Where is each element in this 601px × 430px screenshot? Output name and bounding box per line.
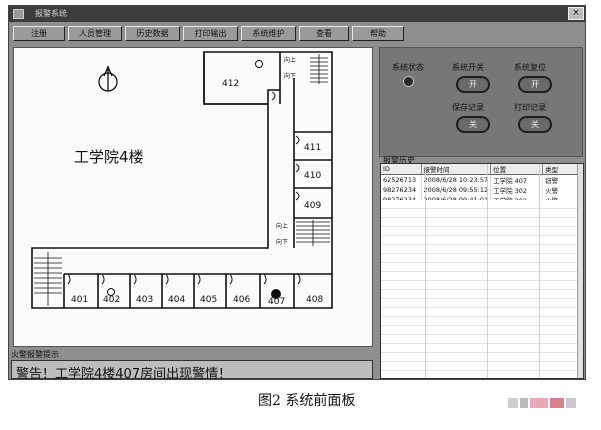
cell-time: 2008/6/28 10:23:57 — [421, 174, 492, 185]
system-reset-button[interactable]: 开 — [518, 76, 552, 93]
room-label-406: 406 — [233, 295, 250, 305]
menu-bar: 注册 人员管理 历史数据 打印输出 系统维护 查看 帮助 — [11, 25, 583, 42]
save-record-button[interactable]: 关 — [456, 116, 490, 133]
menu-register[interactable]: 注册 — [13, 26, 65, 41]
history-list-title: 报警历史 — [383, 156, 415, 165]
room-label-407: 407 — [268, 297, 285, 307]
cell-id: 62526713 — [381, 174, 422, 185]
system-switch-button[interactable]: 开 — [456, 76, 490, 93]
col-time[interactable]: 报警时间 — [421, 164, 492, 175]
alarm-prompt-label: 火警报警提示 — [11, 350, 59, 359]
building-outline — [31, 51, 333, 309]
room-412-outline — [203, 52, 281, 105]
figure-caption: 图2 系统前面板 — [258, 393, 356, 409]
table-row[interactable]: 62526713 2008/6/28 10:23:57 工学院 407 窃警 — [381, 174, 581, 185]
status-led-icon — [403, 76, 414, 87]
switch-label: 系统开关 — [452, 63, 484, 72]
compass-icon — [98, 65, 118, 92]
room-label-405: 405 — [200, 295, 217, 305]
list-scrollbar[interactable] — [577, 164, 583, 378]
room-label-410: 410 — [304, 171, 321, 181]
watermark-logo — [508, 394, 578, 412]
reset-label: 系统复位 — [514, 63, 546, 72]
upper-stairs — [310, 54, 328, 84]
room-label-409: 409 — [304, 201, 321, 211]
cell-time: 2008/6/28 09:55:12 — [421, 185, 492, 195]
menu-view[interactable]: 查看 — [299, 26, 349, 41]
menu-personnel[interactable]: 人员管理 — [68, 26, 122, 41]
sink-icon — [255, 60, 263, 68]
sink-icon — [107, 288, 115, 296]
stair-label-up: 向上 — [284, 56, 296, 64]
window-title: 报警系统 — [35, 9, 67, 18]
cell-location: 工学院 407 — [490, 174, 544, 185]
menu-maintenance[interactable]: 系统维护 — [241, 26, 296, 41]
col-id[interactable]: ID — [381, 164, 422, 175]
print-record-button[interactable]: 关 — [518, 116, 552, 133]
alarm-message-bar: 警告！工学院4楼407房间出现警情！ — [11, 360, 373, 379]
cell-type: 窃警 — [542, 174, 581, 185]
save-label: 保存记录 — [452, 103, 484, 112]
alarm-indicator-icon — [271, 289, 281, 299]
col-location[interactable]: 位置 — [490, 164, 544, 175]
cell-type: 火警 — [542, 185, 581, 195]
app-window: 报警系统 × 注册 人员管理 历史数据 打印输出 系统维护 查看 帮助 — [8, 5, 586, 380]
stair-label-down: 向下 — [284, 72, 296, 80]
control-panel: 系统状态 系统开关 开 系统复位 开 保存记录 关 打印记录 关 — [379, 47, 583, 157]
close-button[interactable]: × — [568, 7, 584, 20]
cell-location: 工学院 302 — [490, 185, 544, 195]
menu-print[interactable]: 打印输出 — [183, 26, 238, 41]
room-label-411: 411 — [304, 143, 321, 153]
building-label: 工学院4楼 — [74, 148, 144, 166]
stair-label-up-lower: 向上 — [276, 222, 288, 230]
menu-history[interactable]: 历史数据 — [125, 26, 180, 41]
stair-label-down-lower: 向下 — [276, 238, 288, 246]
history-table: ID 报警时间 位置 类型 62526713 2008/6/28 10:23:5… — [381, 164, 581, 205]
col-type[interactable]: 类型 — [542, 164, 581, 175]
room-label-412: 412 — [222, 79, 239, 89]
list-gridlines — [381, 200, 583, 378]
app-icon — [13, 9, 24, 19]
status-label: 系统状态 — [392, 63, 424, 72]
floor-plan-panel: 工学院4楼 412 411 410 409 401 402 403 404 40… — [13, 47, 373, 347]
door-marks — [67, 91, 301, 285]
lower-right-stairs — [296, 220, 330, 246]
history-list[interactable]: ID 报警时间 位置 类型 62526713 2008/6/28 10:23:5… — [380, 163, 584, 379]
title-bar: 报警系统 × — [9, 6, 585, 22]
lower-left-stairs — [34, 252, 62, 306]
print-label: 打印记录 — [514, 103, 546, 112]
table-row[interactable]: 98276234 2008/6/28 09:55:12 工学院 302 火警 — [381, 185, 581, 195]
room-label-401: 401 — [71, 295, 88, 305]
room-label-402: 402 — [103, 295, 120, 305]
cell-id: 98276234 — [381, 185, 422, 195]
room-label-404: 404 — [168, 295, 185, 305]
room-label-403: 403 — [136, 295, 153, 305]
floor-plan: 工学院4楼 412 411 410 409 401 402 403 404 40… — [31, 51, 333, 309]
alarm-message: 警告！工学院4楼407房间出现警情！ — [16, 367, 232, 380]
room-label-408: 408 — [306, 295, 323, 305]
menu-help[interactable]: 帮助 — [352, 26, 404, 41]
